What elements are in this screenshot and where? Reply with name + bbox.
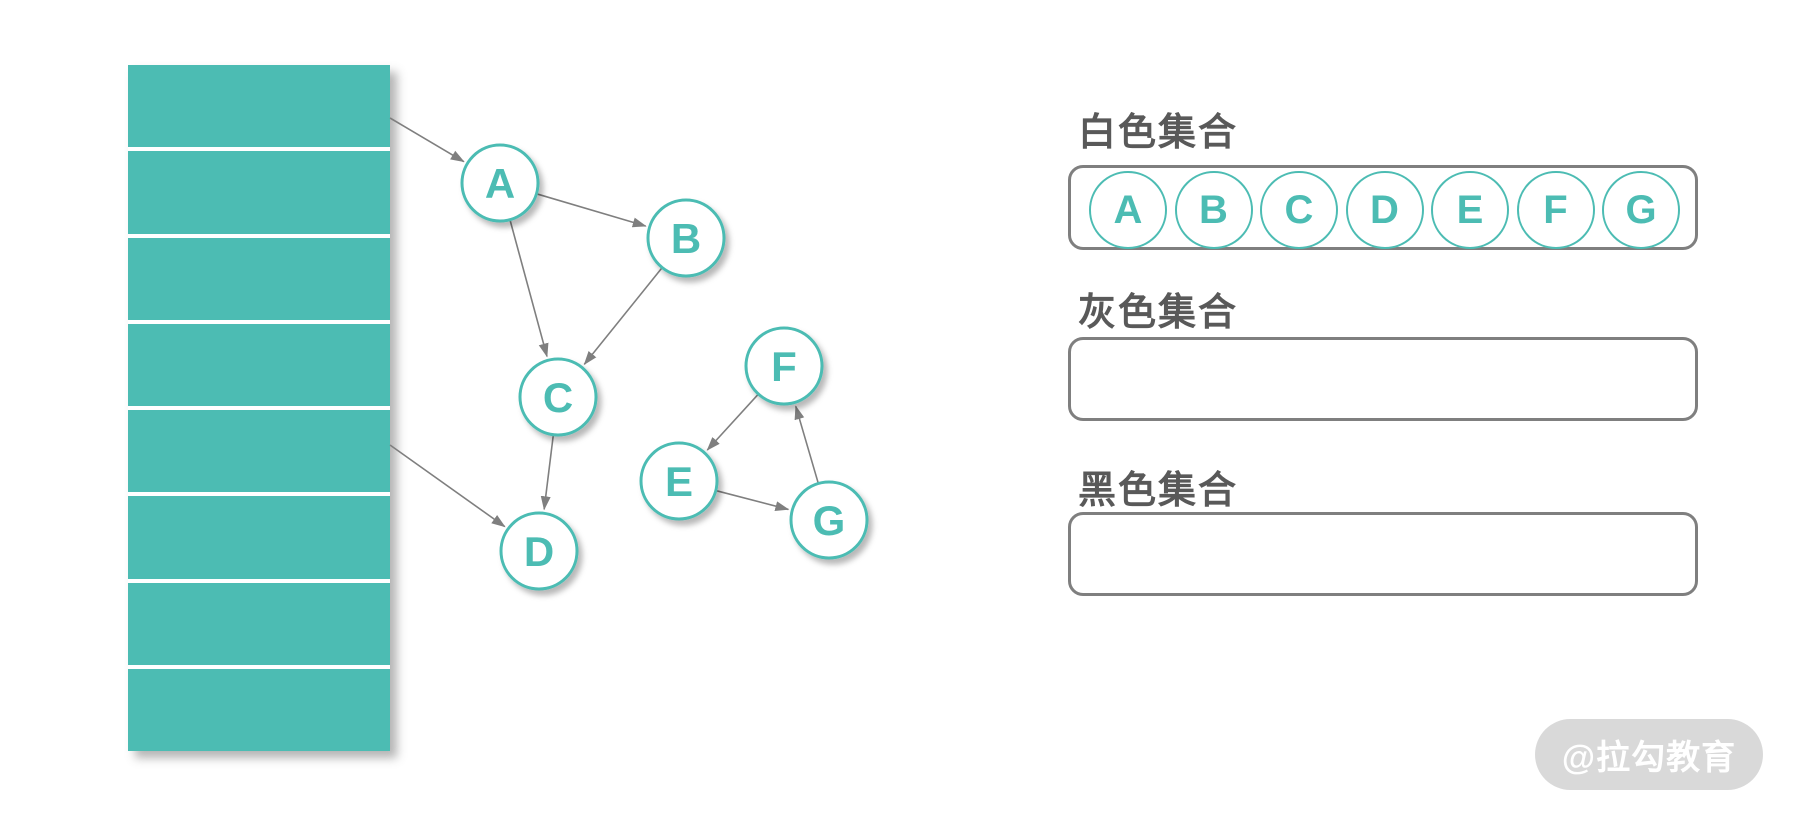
graph-node-C: C	[518, 357, 598, 437]
stack-row	[128, 582, 390, 665]
graph-node-D: D	[499, 511, 579, 591]
root-object-stack	[128, 65, 390, 751]
edge-C-D	[540, 435, 555, 511]
white-set-member-B: B	[1174, 171, 1253, 249]
graph-node-label-G: G	[813, 497, 846, 544]
edge-G-F	[794, 405, 819, 483]
graph-node-B: B	[646, 198, 726, 278]
graph-node-label-E: E	[665, 458, 693, 505]
white-set-member-C: C	[1260, 171, 1338, 249]
edge-F-E	[706, 394, 759, 451]
graph-node-E: E	[639, 441, 719, 521]
edge-A-C	[509, 220, 549, 358]
root-pointer-to-D	[389, 444, 506, 528]
stack-row	[128, 151, 390, 234]
stack-row	[128, 410, 390, 493]
gray-set-label: 灰色集合	[1078, 292, 1239, 334]
white-set-member-A: A	[1089, 171, 1167, 249]
stack-row	[128, 237, 390, 320]
stack-row	[128, 496, 390, 579]
black-set-label: 黑色集合	[1078, 470, 1239, 512]
white-set-label: 白色集合	[1078, 112, 1239, 154]
graph-node-label-D: D	[524, 528, 554, 575]
edge-E-G	[716, 490, 790, 511]
graph-node-label-F: F	[771, 343, 797, 390]
graph-node-label-B: B	[671, 215, 701, 262]
stack-row	[128, 65, 390, 148]
white-set-member-D: D	[1345, 171, 1424, 249]
black-set-box	[1068, 512, 1698, 596]
edge-B-C	[583, 267, 663, 366]
stack-row	[128, 668, 390, 751]
graph-node-label-C: C	[543, 374, 573, 421]
white-set-member-F: F	[1516, 171, 1595, 249]
gray-set-box	[1068, 337, 1698, 421]
watermark-badge: @拉勾教育	[1535, 719, 1763, 790]
graph-node-F: F	[744, 326, 824, 406]
graph-node-label-A: A	[485, 160, 515, 207]
graph-node-A: A	[460, 143, 540, 223]
stack-row	[128, 323, 390, 406]
graph-node-G: G	[789, 480, 869, 560]
edge-A-B	[537, 193, 647, 228]
white-set-member-G: G	[1602, 171, 1680, 249]
white-set-member-E: E	[1431, 171, 1509, 249]
root-pointer-to-A	[389, 117, 465, 163]
